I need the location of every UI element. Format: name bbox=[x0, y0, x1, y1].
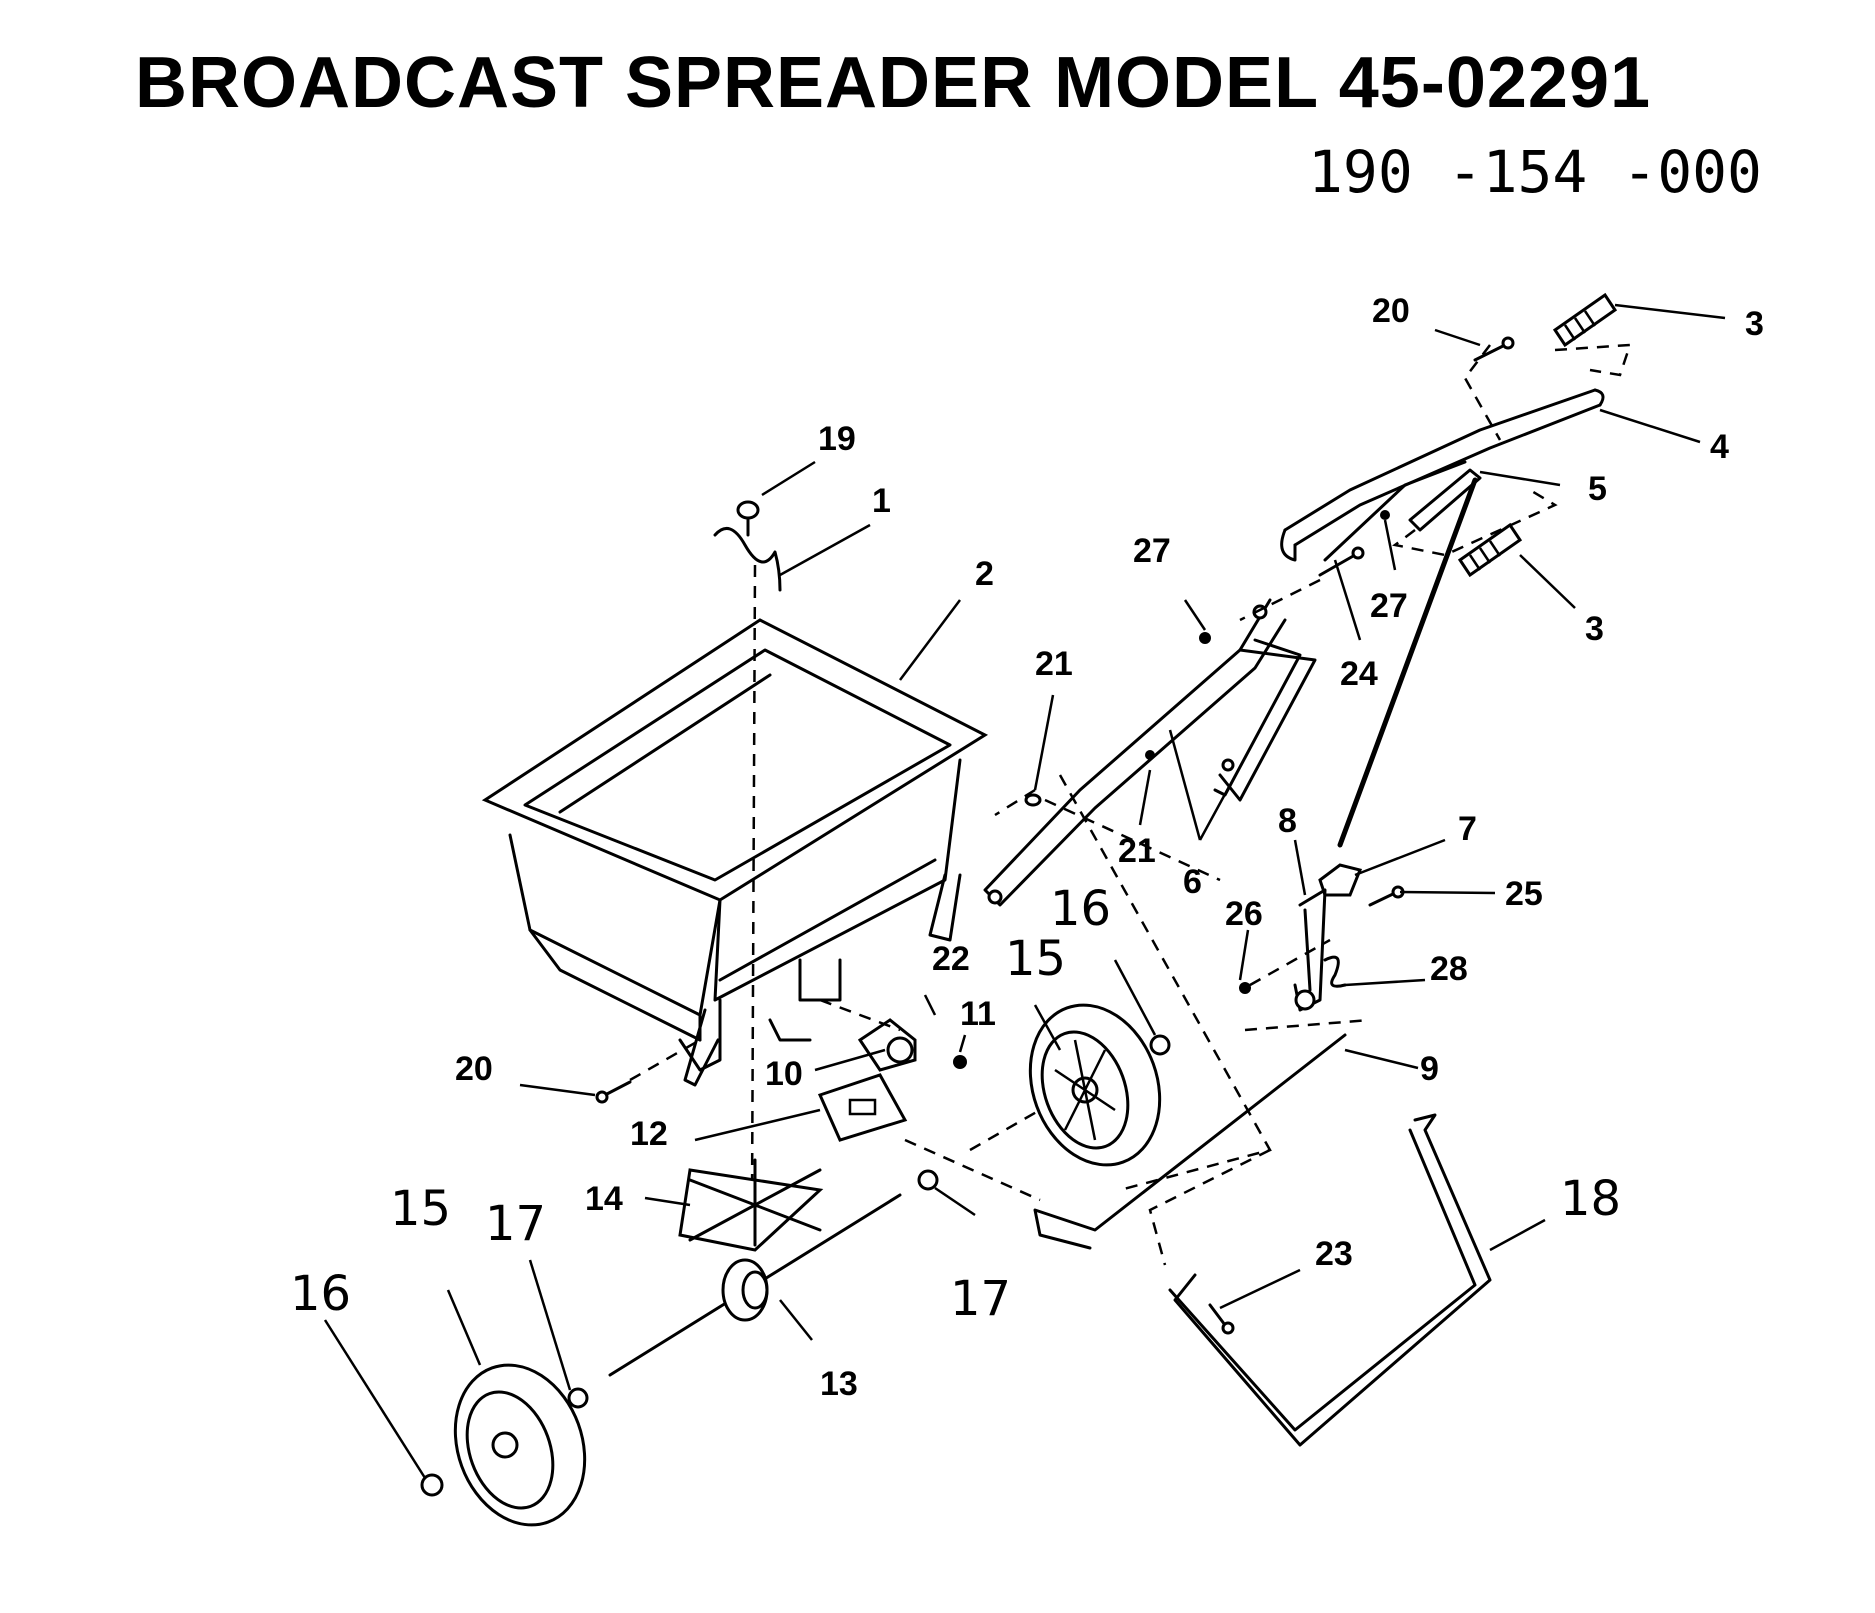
bolt-19 bbox=[736, 500, 760, 537]
callout-20-lower: 20 bbox=[455, 1050, 493, 1088]
nut-27-left bbox=[1199, 632, 1211, 644]
bolt-24 bbox=[1318, 546, 1365, 577]
gear-box-13 bbox=[721, 1258, 769, 1322]
callout-5: 5 bbox=[1588, 470, 1607, 508]
callout-9: 9 bbox=[1420, 1050, 1439, 1088]
callout-15-left: 15 bbox=[390, 1181, 451, 1237]
callout-17-left: 17 bbox=[485, 1196, 546, 1252]
lower-handle-6 bbox=[983, 598, 1317, 907]
callout-27-left: 27 bbox=[1133, 532, 1171, 570]
nut-21-lower bbox=[1145, 750, 1155, 760]
spring-clip-1 bbox=[713, 526, 782, 592]
bushing-17-center bbox=[917, 1169, 939, 1191]
control-cable bbox=[1337, 477, 1478, 848]
handle-grip-3-lower bbox=[1457, 522, 1523, 578]
callout-13: 13 bbox=[820, 1365, 858, 1403]
callout-16-right: 16 bbox=[1050, 881, 1111, 937]
control-lever-5 bbox=[1408, 468, 1482, 532]
callout-6: 6 bbox=[1183, 863, 1202, 901]
shift-rod-9 bbox=[1033, 1033, 1347, 1250]
callout-3-lower: 3 bbox=[1585, 610, 1604, 648]
wheel-15-right bbox=[1028, 1003, 1162, 1167]
callout-25: 25 bbox=[1505, 875, 1543, 913]
callout-15-right: 15 bbox=[1005, 931, 1066, 987]
hubcap-16-right bbox=[1149, 1034, 1171, 1056]
callout-18: 18 bbox=[1560, 1171, 1621, 1227]
callout-16-left: 16 bbox=[290, 1266, 351, 1322]
leader-lines bbox=[323, 303, 1726, 1479]
callout-12: 12 bbox=[630, 1115, 668, 1153]
hopper-part bbox=[481, 564, 989, 1201]
nut-26 bbox=[1239, 982, 1251, 994]
callout-14: 14 bbox=[585, 1180, 623, 1218]
part-code: 190 -154 -000 bbox=[1308, 138, 1762, 206]
control-arm-8 bbox=[1293, 888, 1327, 1012]
handle-grip-3-upper bbox=[1552, 292, 1618, 348]
callout-2: 2 bbox=[975, 555, 994, 593]
callout-4: 4 bbox=[1710, 428, 1729, 466]
callout-10: 10 bbox=[765, 1055, 803, 1093]
bolt-23 bbox=[1208, 1303, 1235, 1335]
callout-23: 23 bbox=[1315, 1235, 1353, 1273]
upper-handle-4 bbox=[1280, 388, 1605, 562]
hubcap-16-left bbox=[420, 1473, 444, 1497]
support-leg-18 bbox=[1168, 1113, 1492, 1447]
callout-8: 8 bbox=[1278, 802, 1297, 840]
shut-off-plate-12 bbox=[817, 1073, 908, 1142]
callout-26: 26 bbox=[1225, 895, 1263, 933]
flow-plate-10 bbox=[857, 1018, 917, 1072]
callout-28: 28 bbox=[1430, 950, 1468, 988]
callout-1: 1 bbox=[872, 482, 891, 520]
callout-17-center: 17 bbox=[950, 1271, 1011, 1327]
nut-11 bbox=[953, 1055, 967, 1069]
bolt-25 bbox=[1368, 885, 1405, 907]
nut-21-upper bbox=[1024, 793, 1042, 807]
callout-24: 24 bbox=[1340, 655, 1378, 693]
wheel-15-left bbox=[453, 1363, 587, 1527]
page-title: BROADCAST SPREADER MODEL 45-02291 bbox=[135, 43, 1652, 123]
callout-21-upper: 21 bbox=[1035, 645, 1073, 683]
callout-22: 22 bbox=[932, 940, 970, 978]
nut-27-right bbox=[1380, 510, 1390, 520]
callout-labels: 19 1 2 3 4 5 3 20 27 27 24 21 21 6 8 7 2… bbox=[290, 292, 1764, 1403]
bushing-17-left bbox=[567, 1387, 589, 1409]
callout-20-upper: 20 bbox=[1372, 292, 1410, 330]
callout-19: 19 bbox=[818, 420, 856, 458]
bolt-20-upper bbox=[1473, 336, 1515, 362]
callout-21-lower: 21 bbox=[1118, 832, 1156, 870]
callout-7: 7 bbox=[1458, 810, 1477, 848]
callout-11: 11 bbox=[960, 995, 996, 1033]
bolt-20-lower bbox=[595, 1080, 632, 1104]
callout-27-right: 27 bbox=[1370, 587, 1408, 625]
impeller-14 bbox=[678, 1158, 824, 1252]
callout-3-upper: 3 bbox=[1745, 305, 1764, 343]
spring-28 bbox=[1323, 955, 1347, 988]
